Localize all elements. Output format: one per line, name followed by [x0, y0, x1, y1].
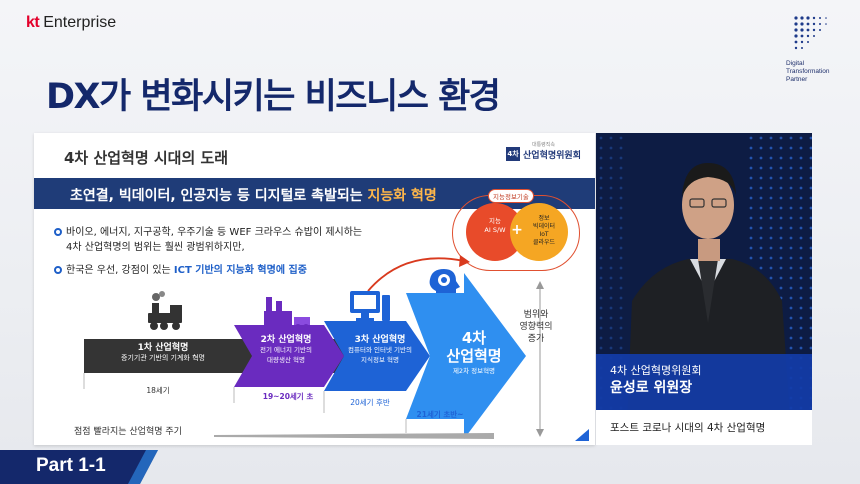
part-tag-shape — [0, 450, 158, 484]
stage-2-desc: 전기 에너지 기반의 — [260, 346, 312, 354]
page-title: DX가 변화시키는 비즈니스 환경 — [46, 77, 501, 117]
brand-dots-icon — [794, 16, 827, 50]
logo-enterprise: Enterprise — [43, 14, 117, 31]
stage-4-desc: 제2차 정보혁명 — [452, 367, 496, 375]
banner-text: 초연결, 빅데이터, 인공지능 등 디지털로 촉발되는 — [70, 188, 368, 204]
logo-kt: kt — [26, 14, 40, 31]
bullet-dot-icon — [54, 228, 62, 236]
org-badge: 4차 — [506, 147, 521, 161]
stage-4-label: 4차 산업혁명 제2차 정보혁명 — [434, 329, 514, 375]
bullet-highlight: ICT 기반의 지능화 혁명에 집중 — [173, 265, 307, 276]
scope-line: 영향력의 — [519, 322, 553, 332]
venn-title: 지능정보기술 — [488, 189, 534, 203]
curved-arrow-icon — [367, 255, 470, 292]
speaker-name: 윤성로 위원장 — [610, 380, 693, 396]
stage-4-era: 21세기 초반~ — [416, 410, 464, 419]
org-name: 산업혁명위원회 — [523, 150, 581, 161]
stage-3-title: 3차 산업혁명 — [354, 335, 406, 345]
brand-line-2: Transformation — [786, 68, 830, 75]
org-subtitle: 대통령직속 — [531, 142, 555, 148]
brand-tagline: Digital Transformation Partner — [786, 60, 848, 84]
stage-4-title: 4차 — [461, 329, 487, 347]
caption-name-panel: 4차 산업혁명위원회 윤성로 위원장 — [596, 354, 812, 410]
revolution-chevrons — [83, 273, 544, 439]
stage-2-era: 19~20세기 초 — [262, 392, 314, 401]
session-topic: 포스트 코로나 시대의 4차 산업혁명 — [596, 410, 812, 445]
org-logo: 4차 산업혁명위원회 — [506, 147, 581, 161]
bullet-prefix: 한국은 우선, 강점이 있는 — [66, 265, 174, 276]
part-label: Part 1-1 — [36, 455, 106, 476]
scope-line: 증가 — [527, 334, 545, 344]
slide-heading: 4차 산업혁명 시대의 도래 — [64, 149, 229, 167]
stage-4-title: 산업혁명 — [446, 347, 502, 365]
slide-banner: 초연결, 빅데이터, 인공지능 등 디지털로 촉발되는 지능화 혁명 — [34, 178, 595, 209]
stage-1-title: 1차 산업혁명 — [137, 343, 189, 353]
speaker-org: 4차 산업혁명위원회 — [610, 364, 702, 377]
kt-enterprise-logo: kt Enterprise — [26, 14, 116, 32]
bullet-line: 바이오, 에너지, 지구공학, 우주기술 등 WEF 크라우스 슈밥이 제시하는 — [66, 227, 363, 238]
corner-triangle-icon — [575, 429, 589, 441]
stage-3-desc: 컴퓨터와 인터넷 기반의 — [348, 346, 412, 354]
bullet-item: 한국은 우선, 강점이 있는 ICT 기반의 지능화 혁명에 집중 — [54, 263, 307, 278]
cycle-label: 점점 빨라지는 산업혁명 주기 — [74, 427, 182, 437]
plus-icon: + — [511, 222, 523, 238]
stage-3-era: 20세기 후반 — [350, 398, 390, 407]
bullet-item: 바이오, 에너지, 지구공학, 우주기술 등 WEF 크라우스 슈밥이 제시하는… — [54, 225, 363, 255]
intelligence-venn: 지능정보기술 지능 AI S/W 정보 빅데이터 IoT 클라우드 + — [452, 189, 580, 271]
venn-right-sub: 클라우드 — [532, 239, 556, 246]
venn-right-sub: IoT — [539, 231, 549, 238]
bullet-dot-icon — [54, 266, 62, 274]
brand-line-3: Partner — [786, 76, 808, 83]
scope-label: 범위와 영향력의 증가 — [514, 309, 558, 345]
stage-2-label: 2차 산업혁명 전기 에너지 기반의 대량생산 혁명 — [242, 335, 330, 365]
venn-right-label: 정보 — [538, 215, 550, 222]
stage-1-label: 1차 산업혁명 증기기관 기반의 기계화 혁명 — [88, 343, 238, 363]
speaker-caption: 4차 산업혁명위원회 윤성로 위원장 포스트 코로나 시대의 4차 산업혁명 — [596, 354, 812, 445]
stage-2-title: 2차 산업혁명 — [260, 335, 312, 345]
venn-intelligence: 지능 AI S/W — [466, 203, 524, 261]
stage-1-era: 18세기 — [146, 386, 170, 395]
venn-left-label: 지능 — [489, 217, 501, 225]
bullet-line: 4차 산업혁명의 범위는 훨씬 광범위하지만, — [66, 242, 245, 253]
stage-1-desc: 증기기관 기반의 기계화 혁명 — [121, 354, 205, 362]
scope-line: 범위와 — [523, 310, 549, 320]
computer-icon — [350, 291, 390, 321]
banner-highlight: 지능화 혁명 — [367, 188, 437, 204]
stage-3-desc: 지식정보 혁명 — [361, 356, 399, 364]
brand-line-1: Digital — [786, 60, 805, 67]
stage-3-label: 3차 산업혁명 컴퓨터와 인터넷 기반의 지식정보 혁명 — [334, 335, 426, 365]
venn-right-sub: 빅데이터 — [532, 223, 556, 230]
venn-left-sub: AI S/W — [484, 226, 506, 234]
presentation-slide: 4차 산업혁명 시대의 도래 대통령직속 4차 산업혁명위원회 초연결, 빅데이… — [34, 133, 595, 445]
stage-2-desc: 대량생산 혁명 — [267, 356, 305, 364]
venn-information: 정보 빅데이터 IoT 클라우드 — [510, 203, 568, 261]
steam-train-icon — [148, 291, 182, 330]
